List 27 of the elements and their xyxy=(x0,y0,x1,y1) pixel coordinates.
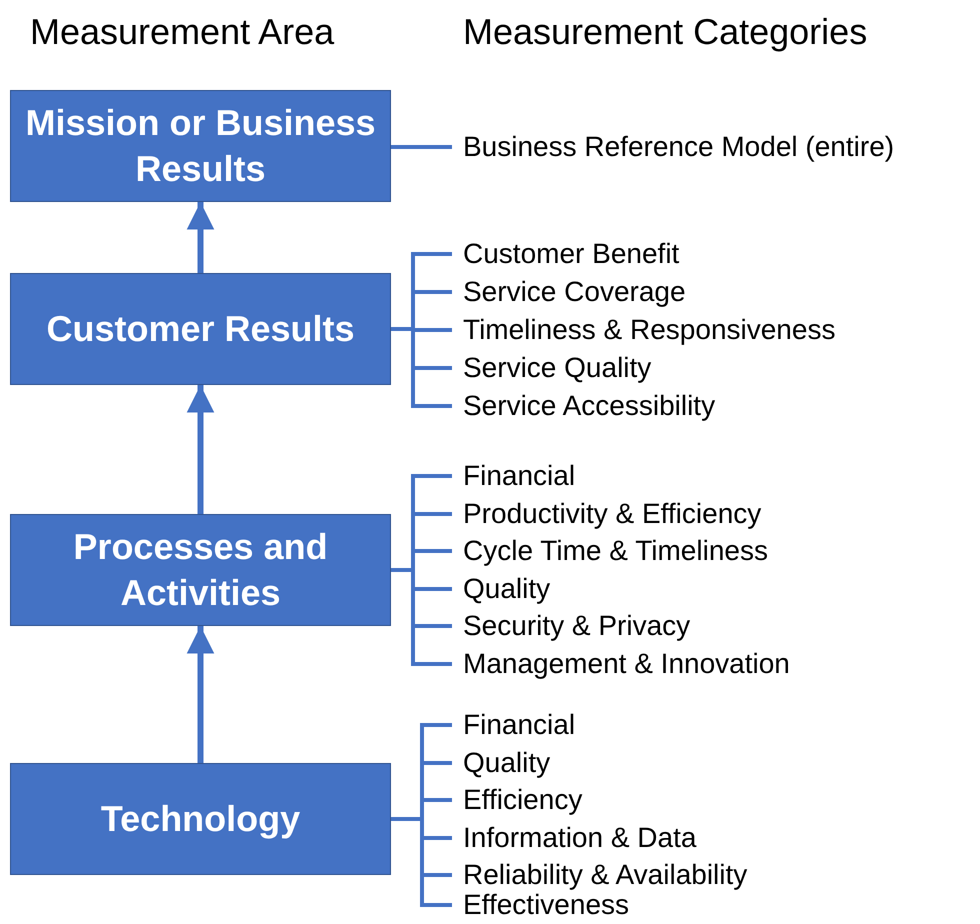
arrow xyxy=(186,202,214,273)
measurement-area-box: Technology xyxy=(10,763,391,875)
measurement-area-box: Customer Results xyxy=(10,273,391,385)
category-label: Service Coverage xyxy=(452,274,686,310)
category-label: Customer Benefit xyxy=(452,236,680,272)
category-label: Financial xyxy=(452,458,576,494)
category-label: Financial xyxy=(452,707,576,743)
category-label: Security & Privacy xyxy=(452,608,690,644)
category-label: Service Accessibility xyxy=(452,388,716,424)
measurement-area-box: Mission or Business Results xyxy=(10,90,391,202)
category-label: Efficiency xyxy=(452,782,582,818)
category-label: Business Reference Model (entire) xyxy=(452,129,894,165)
column-heading: Measurement Categories xyxy=(463,10,868,54)
category-label: Quality xyxy=(452,571,550,607)
bracket-line xyxy=(391,145,452,149)
category-label: Service Quality xyxy=(452,350,652,386)
category-label: Reliability & Availability xyxy=(452,857,748,893)
arrow xyxy=(186,385,214,514)
category-label: Cycle Time & Timeliness xyxy=(452,533,768,569)
category-label: Timeliness & Responsiveness xyxy=(452,312,836,348)
column-heading: Measurement Area xyxy=(30,10,334,54)
measurement-area-box: Processes and Activities xyxy=(10,514,391,626)
category-label: Productivity & Efficiency xyxy=(452,496,762,532)
category-label: Information & Data xyxy=(452,820,696,856)
category-label: Quality xyxy=(452,745,550,781)
category-label: Management & Innovation xyxy=(452,646,790,682)
arrow xyxy=(186,626,214,763)
